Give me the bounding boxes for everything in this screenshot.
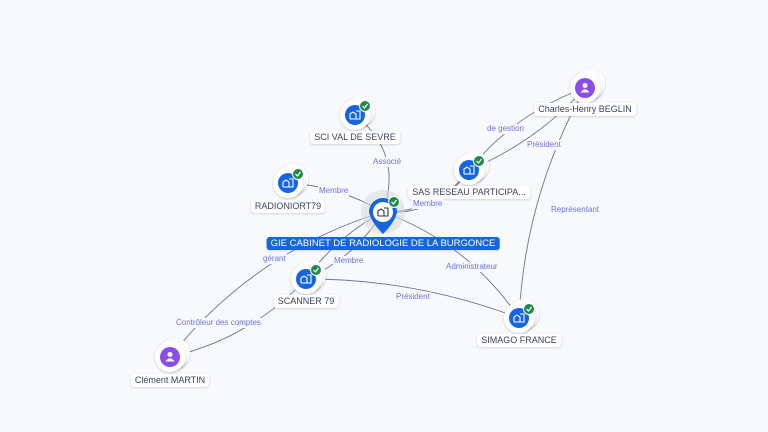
verified-check-icon <box>523 303 535 315</box>
edge-label: Administrateur <box>445 262 499 272</box>
edge-label: Président <box>526 140 562 150</box>
node-charles[interactable] <box>570 69 605 103</box>
edge-label: Membre <box>318 186 350 196</box>
node-label[interactable]: GIE CABINET DE RADIOLOGIE DE LA BURGONCE <box>266 237 500 250</box>
verified-check-icon <box>388 196 400 208</box>
person-icon <box>580 83 590 93</box>
building-icon <box>300 274 312 284</box>
edge-label: de gestion <box>486 124 525 134</box>
person-icon <box>165 352 175 362</box>
building-icon <box>513 313 525 323</box>
node-simago[interactable] <box>504 299 539 333</box>
node-label[interactable]: Charles-Henry BEGLIN <box>534 103 636 116</box>
node-label[interactable]: RADIONIORT79 <box>250 200 326 213</box>
building-icon <box>282 178 294 188</box>
edge <box>305 278 520 319</box>
node-gie[interactable] <box>361 190 405 234</box>
building-icon <box>349 110 361 120</box>
node-label[interactable]: SIMAGO FRANCE <box>477 334 561 347</box>
edge-label: Contrôleur des comptes <box>175 318 262 328</box>
node-sci[interactable] <box>340 96 375 130</box>
verified-check-icon <box>359 100 371 112</box>
node-label[interactable]: SAS RESEAU PARTICIPA... <box>408 186 530 199</box>
edge-label: Membre <box>412 199 444 209</box>
node-sas[interactable] <box>454 151 489 185</box>
edge-label: gérant <box>262 254 287 264</box>
verified-check-icon <box>310 264 322 276</box>
edge <box>169 211 384 358</box>
node-clement[interactable] <box>155 338 190 372</box>
edge-label: Associé <box>372 157 403 167</box>
node-radio[interactable] <box>273 164 308 198</box>
verified-check-icon <box>292 168 304 180</box>
node-label[interactable]: SCANNER 79 <box>273 295 339 308</box>
node-scanner[interactable] <box>291 260 326 294</box>
edge-label: Représentant <box>550 205 601 215</box>
edge-label: Membre <box>333 256 365 266</box>
edge <box>518 87 586 319</box>
verified-check-icon <box>473 155 485 167</box>
node-label[interactable]: SCI VAL DE SEVRE <box>310 131 400 144</box>
edge-label: Président <box>395 292 431 302</box>
node-label[interactable]: Clément MARTIN <box>130 374 210 387</box>
building-icon <box>377 207 389 217</box>
building-icon <box>463 165 475 175</box>
